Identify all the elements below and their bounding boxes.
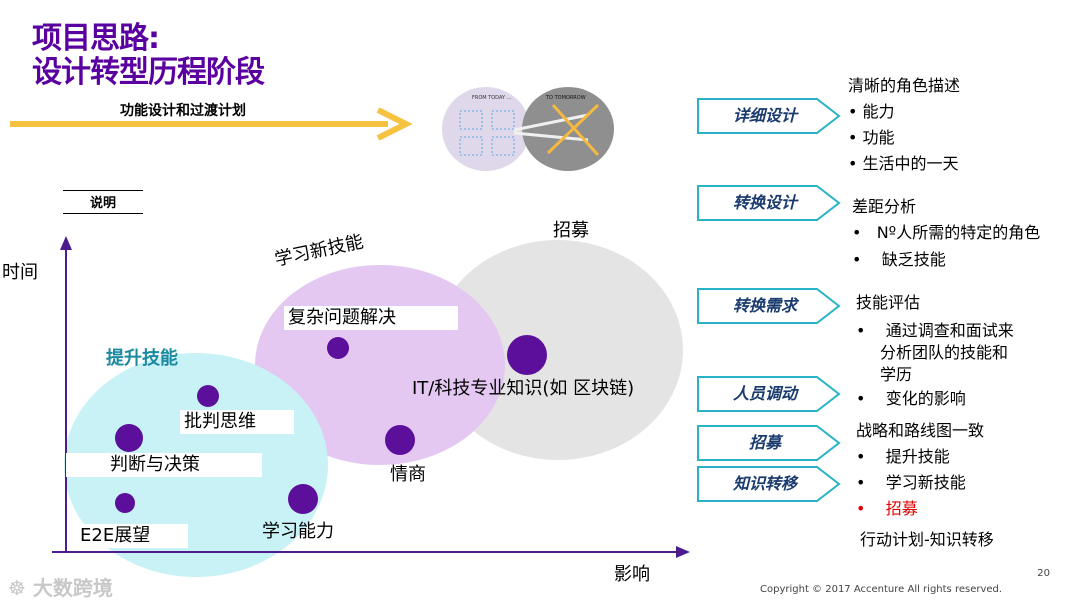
bullet-item: • 通过调查和面试来 [856,321,1014,340]
label-eq: 情商 [390,464,426,485]
legend-label: 说明 [63,190,143,214]
stage-label: 知识转移 [732,474,797,493]
label-e2e: E2E展望 [76,524,188,548]
bullet-item: • 缺乏技能 [852,250,946,269]
bullet-item-continued: 学历 [880,365,913,384]
page-title: 项目思路: 设计转型历程阶段 [32,21,265,90]
watermark-text: 大数跨境 [32,576,113,600]
detailed-design-heading: 清晰的角色描述 [848,76,961,95]
dot-complex-problem [327,337,349,359]
recruit-bubble [433,240,683,460]
recruit-title: 招募 [553,220,589,241]
y-axis-label: 时间 [2,262,38,283]
to-label: TO TOMORROW [545,95,586,101]
page-number: 20 [1037,568,1050,579]
stage-label: 详细设计 [732,106,797,125]
from-label: FROM TODAY ... [472,95,512,101]
dot-critical-thinking [197,385,219,407]
stage-label: 人员调动 [732,384,797,403]
x-axis-label: 影响 [614,564,650,585]
bullet-item-highlight: • 招募 [856,499,918,518]
upskill-title: 提升技能 [106,348,178,369]
title-line-2: 设计转型历程阶段 [32,55,265,90]
dot-judgement [115,424,143,452]
stage-detailed-design[interactable]: 详细设计 [697,98,841,134]
label-complex-problem: 复杂问题解决 [284,306,458,330]
label-it-knowledge: IT/科技专业知识(如 区块链) [412,378,635,399]
stage-label: 转换需求 [732,296,797,315]
label-learning: 学习能力 [262,521,334,542]
stage-label: 转换设计 [732,193,797,212]
arrow-label: 功能设计和过渡计划 [120,103,246,119]
stage-chevron-shape [697,185,841,221]
bullet-item: • 变化的影响 [856,389,966,408]
stage-transform-design[interactable]: 转换设计 [697,185,841,221]
transform-design-heading: 差距分析 [852,197,917,216]
stage-chevron-shape [697,98,841,134]
dot-e2e [115,493,135,513]
dot-it-knowledge [507,335,547,375]
bullet-item: • 学习新技能 [856,473,966,492]
bullet-item-continued: 分析团队的技能和 [880,343,1009,362]
stage-chevron-shape [697,425,841,461]
bubble-chart [52,236,690,577]
dot-learning [288,484,318,514]
bullet-item: • 功能 [848,128,895,147]
label-critical-thinking: 批判思维 [180,410,294,434]
transition-infographic: FROM TODAY ... TO TOMORROW [442,87,614,171]
stage-chevron-shape [697,288,841,324]
stage-transform-demand[interactable]: 转换需求 [697,288,841,324]
stage-chevron-shape [697,466,841,502]
watermark-logo-icon: ☸ [8,576,26,600]
stage-label: 招募 [748,433,781,452]
bullet-item: • 能力 [848,102,895,121]
title-line-1: 项目思路: [32,21,160,56]
stage-knowledge-transfer[interactable]: 知识转移 [697,466,841,502]
stage-chevron-shape [697,376,841,412]
stage-staff-mobilization[interactable]: 人员调动 [697,376,841,412]
stage-recruit[interactable]: 招募 [697,425,841,461]
watermark: ☸ 大数跨境 [8,572,113,601]
label-judgement: 判断与决策 [66,453,262,477]
strategy-heading: 战略和路线图一致 [856,421,985,440]
transform-demand-heading: 技能评估 [856,293,921,312]
bullet-item: • 生活中的一天 [848,154,959,173]
dot-eq [385,425,415,455]
action-plan-text: 行动计划-知识转移 [860,530,994,549]
bullet-item: • Nº人所需的特定的角色 [852,223,1041,242]
copyright-text: Copyright © 2017 Accenture All rights re… [760,584,1003,595]
progress-arrow [10,107,413,141]
bullet-item: • 提升技能 [856,447,950,466]
